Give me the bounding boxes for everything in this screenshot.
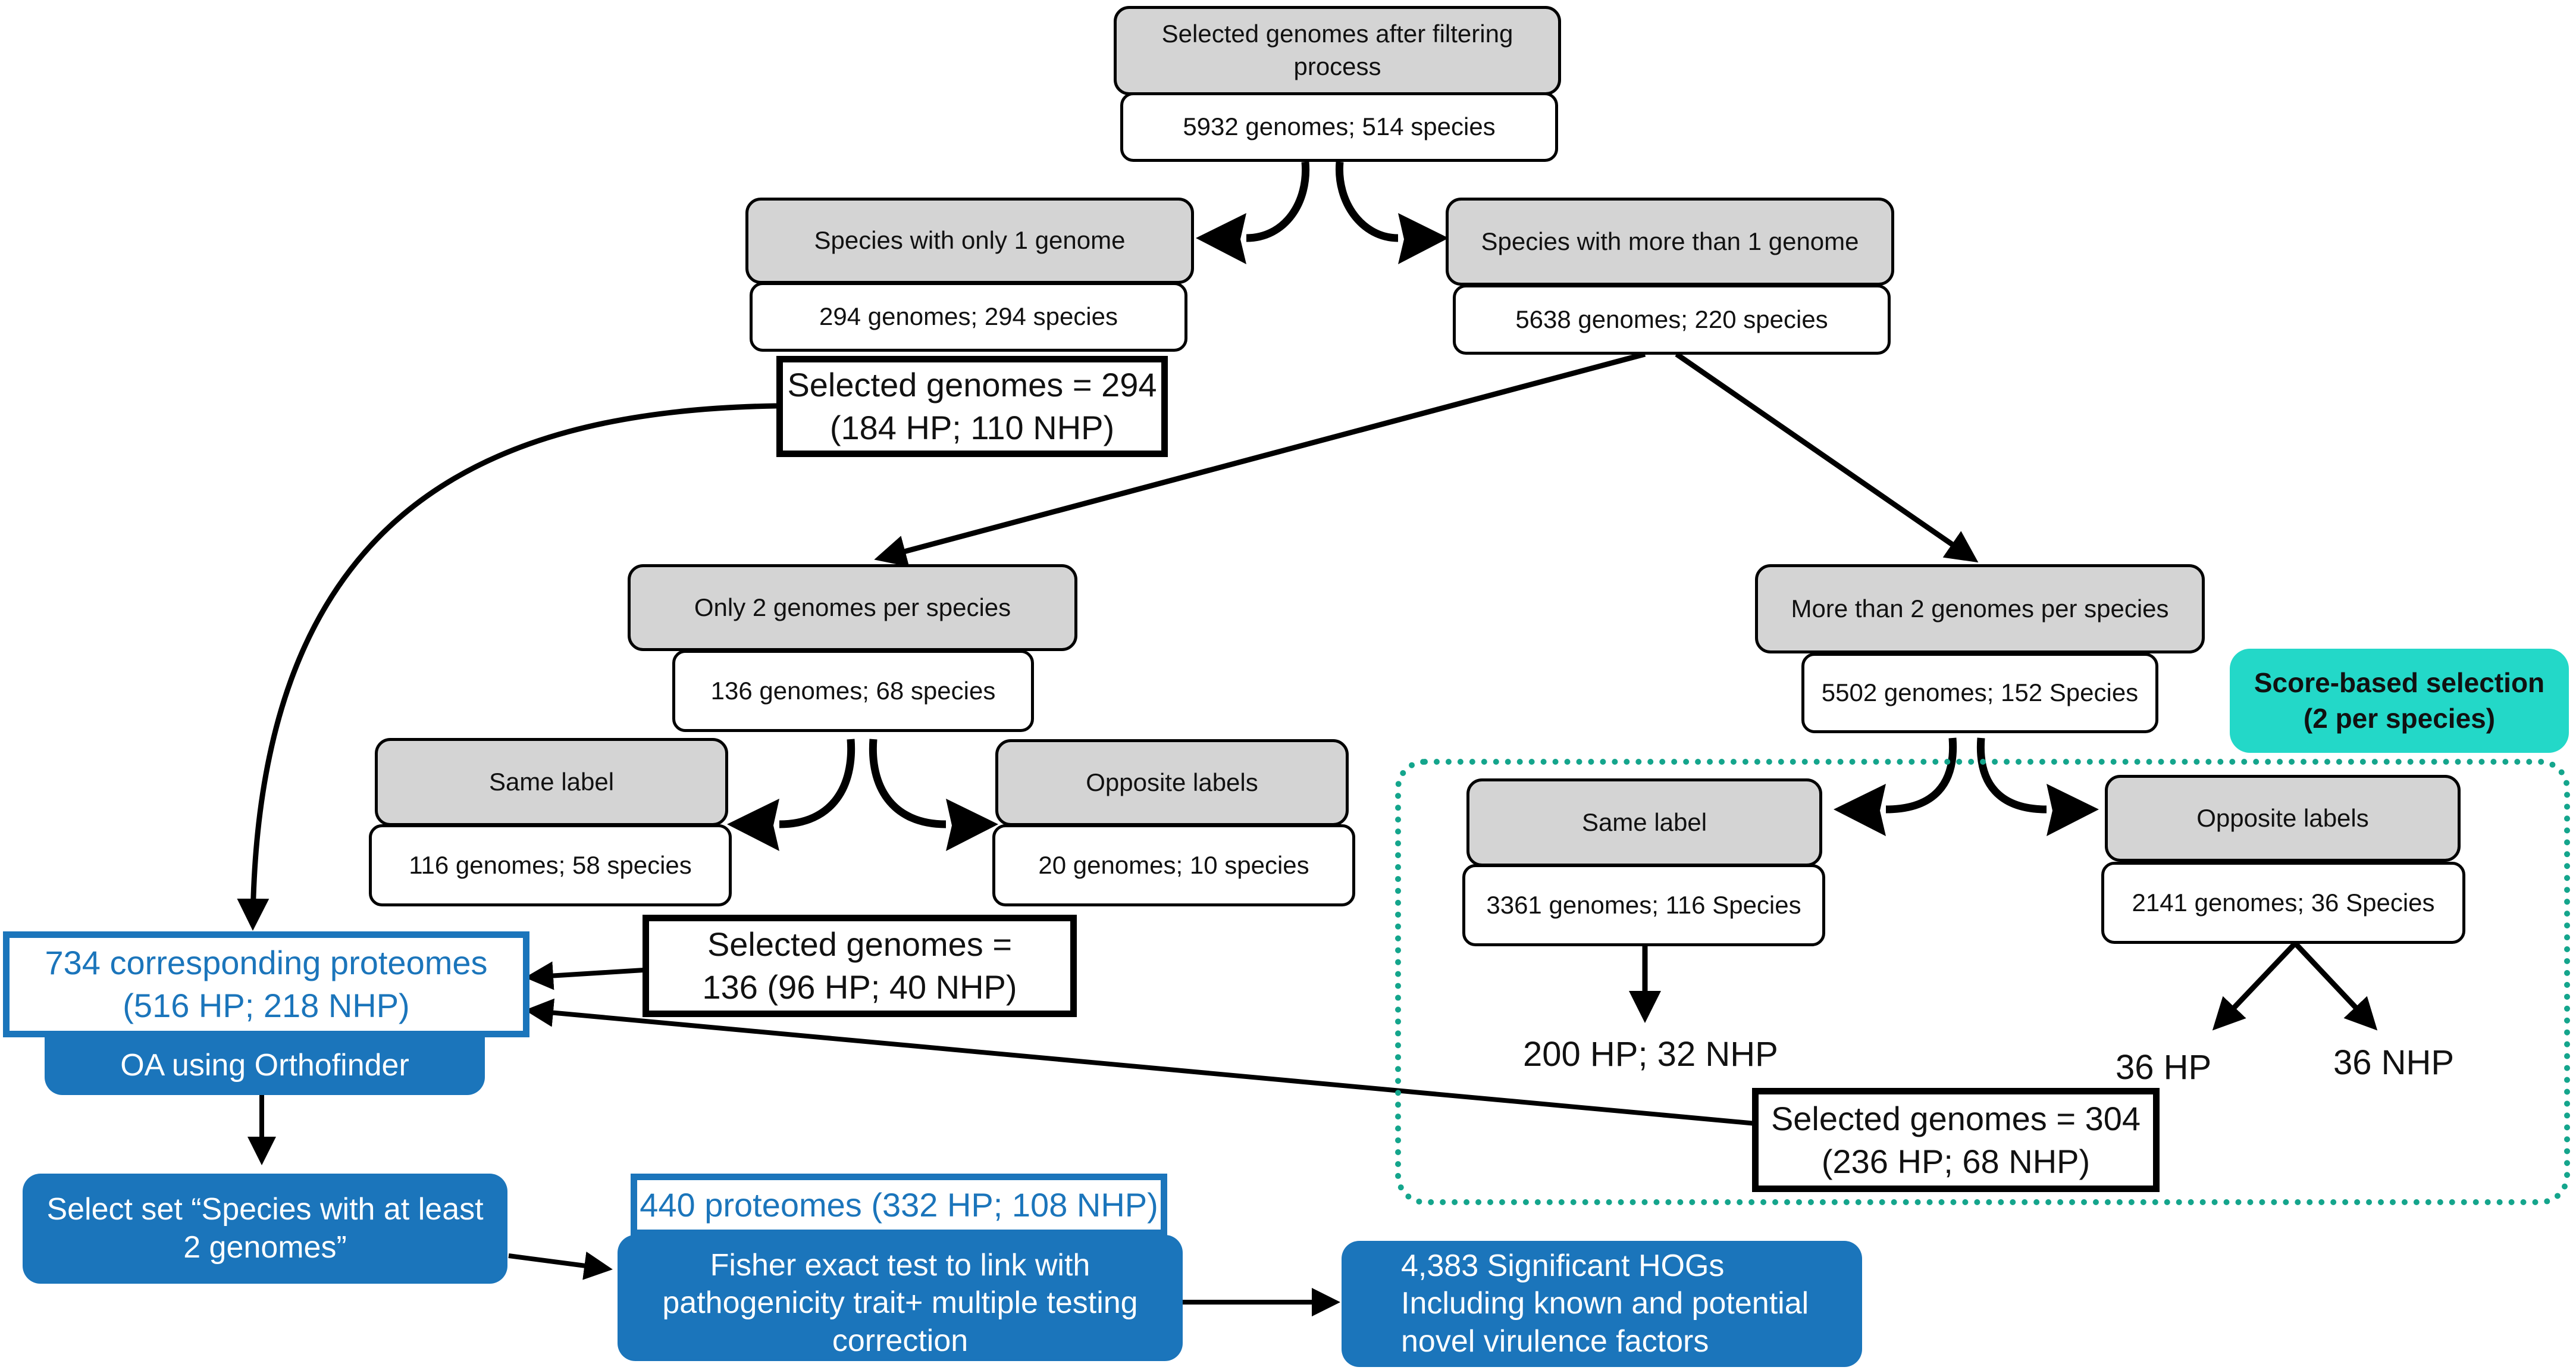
more-two-opp-hp: 36 HP (2116, 1048, 2212, 1087)
more-two-count: 5502 genomes; 152 Species (1801, 653, 2158, 733)
split-arrowhead-more-right (2047, 784, 2099, 836)
single-count: 294 genomes; 294 species (750, 282, 1187, 352)
score-based-line2: (2 per species) (2303, 702, 2496, 734)
fisher-line2: pathogenicity trait+ multiple testing (662, 1285, 1138, 1321)
more-two-opp-nhp: 36 NHP (2333, 1043, 2455, 1082)
hogs-line2: Including known and potential (1401, 1286, 1809, 1321)
hogs-line1: 4,383 Significant HOGs (1401, 1248, 1725, 1283)
multi-header: Species with more than 1 genome (1446, 198, 1894, 286)
split-arrow-more-left (1885, 737, 1957, 814)
split-arrowhead-two-left (727, 799, 779, 851)
select-set-line2: 2 genomes” (183, 1230, 347, 1265)
proteomes-line1: 734 corresponding proteomes (45, 944, 488, 982)
two-per-opp-count: 20 genomes; 10 species (992, 824, 1355, 906)
two-per-count: 136 genomes; 68 species (672, 650, 1034, 732)
more-two-opp-header: Opposite labels (2105, 775, 2461, 862)
two-per-same-header: Same label (375, 738, 728, 826)
fisher-test-box: Fisher exact test to link with pathogeni… (618, 1235, 1183, 1361)
arrow-two-selected-to-proteomes (525, 961, 644, 990)
significant-hogs-box: 4,383 Significant HOGs Including known a… (1342, 1241, 1862, 1367)
arrow-opp-to-hp (2212, 941, 2298, 1031)
proteomes-box: 734 corresponding proteomes (516 HP; 218… (3, 931, 529, 1037)
top-header: Selected genomes after filtering process (1114, 6, 1561, 95)
two-per-header: Only 2 genomes per species (628, 564, 1077, 651)
top-count: 5932 genomes; 514 species (1120, 92, 1558, 162)
more-two-selected-line1: Selected genomes = 304 (1770, 1099, 2141, 1137)
two-per-same-count: 116 genomes; 58 species (369, 824, 732, 906)
arrow-to-more-two (1675, 352, 1979, 563)
more-two-same-result: 200 HP; 32 NHP (1523, 1035, 1778, 1074)
split-arrowhead-top-right (1398, 213, 1449, 264)
score-based-line1: Score-based selection (2254, 667, 2545, 698)
score-based-label: Score-based selection (2 per species) (2230, 649, 2569, 753)
fisher-line1: Fisher exact test to link with (710, 1247, 1090, 1283)
hogs-line3: novel virulence factors (1401, 1324, 1709, 1359)
single-selected-line2: (184 HP; 110 NHP) (829, 409, 1115, 446)
more-two-same-header: Same label (1466, 778, 1822, 867)
score-based-region (1395, 759, 2570, 1205)
split-arrow-two-left (779, 739, 855, 828)
select-set-box: Select set “Species with at least 2 geno… (23, 1174, 507, 1284)
split-arrow-top-left (1246, 161, 1310, 242)
split-arrowhead-top-left (1196, 213, 1246, 264)
split-arrow-two-right (869, 739, 947, 828)
multi-count: 5638 genomes; 220 species (1453, 284, 1891, 355)
more-two-header: More than 2 genomes per species (1755, 564, 2205, 653)
two-per-selected-line2: 136 (96 HP; 40 NHP) (702, 968, 1017, 1006)
split-arrowhead-two-right (946, 799, 998, 851)
more-two-selected-genomes: Selected genomes = 304 (236 HP; 68 NHP) (1752, 1088, 2160, 1192)
arrow-single-to-proteomes (237, 403, 777, 931)
two-per-selected-line1: Selected genomes = (707, 925, 1013, 964)
two-per-selected-genomes: Selected genomes = 136 (96 HP; 40 NHP) (643, 915, 1077, 1017)
fisher-line3: correction (832, 1323, 969, 1358)
single-header: Species with only 1 genome (745, 198, 1194, 284)
more-two-selected-line2: (236 HP; 68 NHP) (1821, 1142, 2091, 1180)
arrow-to-two-per (874, 351, 1646, 567)
more-two-same-count: 3361 genomes; 116 Species (1462, 864, 1825, 946)
proteomes-line2: (516 HP; 218 NHP) (123, 987, 410, 1024)
arrow-opp-to-nhp (2293, 941, 2378, 1031)
two-per-opp-header: Opposite labels (995, 739, 1349, 826)
more-two-opp-count: 2141 genomes; 36 Species (2101, 862, 2465, 944)
arrow-select-to-fisher (508, 1251, 613, 1280)
single-selected-genomes: Selected genomes = 294 (184 HP; 110 NHP) (776, 356, 1168, 457)
split-arrowhead-more-left (1834, 784, 1886, 836)
select-set-line1: Select set “Species with at least (46, 1192, 484, 1227)
split-arrow-more-right (1976, 737, 2047, 814)
split-arrow-top-right (1335, 161, 1399, 242)
subset-proteomes-box: 440 proteomes (332 HP; 108 NHP) (631, 1174, 1167, 1236)
single-selected-line1: Selected genomes = 294 (787, 366, 1157, 404)
arrow-more-selected-to-proteomes (525, 998, 1757, 1126)
